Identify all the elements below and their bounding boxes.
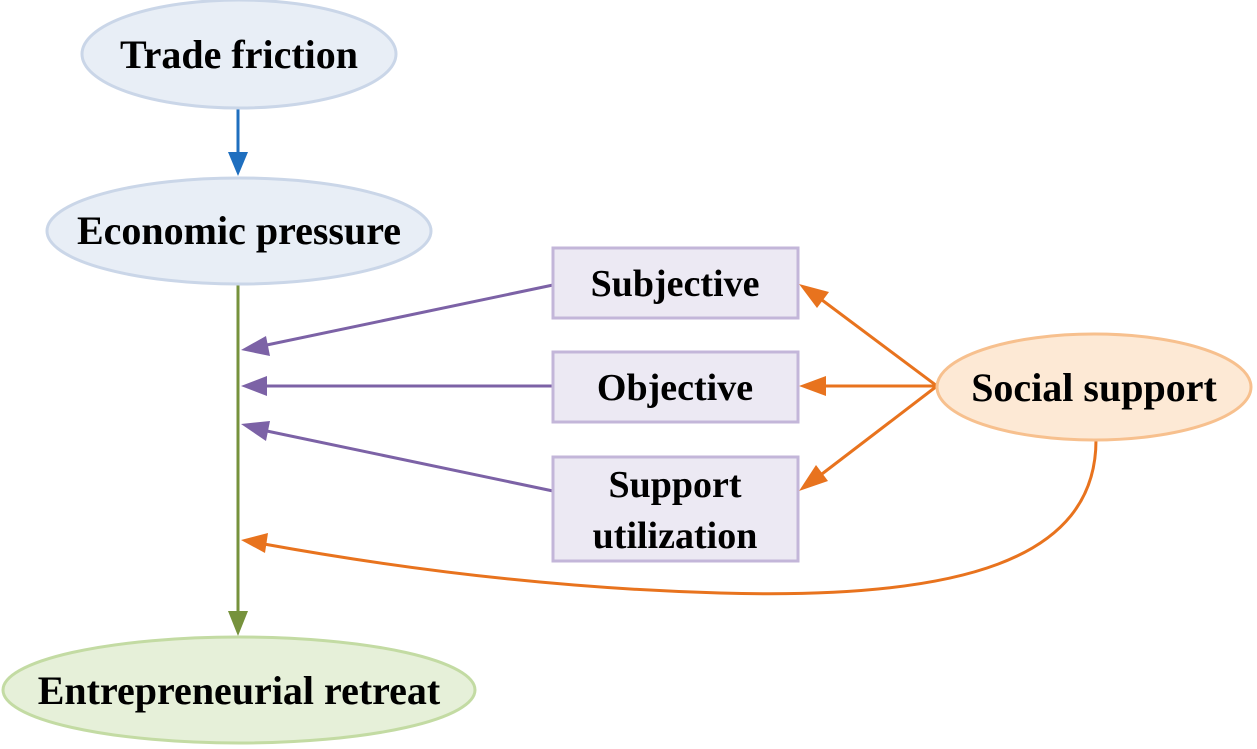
- objective-label: Objective: [597, 367, 753, 409]
- social-support-label: Social support: [971, 365, 1217, 410]
- arrowhead-trade-to-economic: [228, 152, 248, 176]
- arrowhead-objective-to-path: [241, 376, 267, 396]
- node-subjective: Subjective: [551, 246, 800, 320]
- subjective-shape: [551, 246, 800, 320]
- support-utilization-shape: [551, 455, 800, 563]
- entrepreneurial-retreat-shape: [1, 635, 477, 745]
- trade-friction-label: Trade friction: [120, 32, 358, 77]
- node-support-utilization: Support utilization: [551, 455, 800, 563]
- arrowhead-subjective-to-path: [241, 336, 270, 356]
- edge-social-to-path: [263, 439, 1098, 596]
- node-objective: Objective: [551, 350, 800, 424]
- support-utilization-label-line1: Support: [608, 464, 741, 506]
- entrepreneurial-retreat-label: Entrepreneurial retreat: [38, 668, 441, 713]
- node-social-support: Social support: [935, 332, 1253, 442]
- connectors: [228, 108, 1098, 636]
- arrowhead-social-to-objective: [799, 376, 826, 396]
- arrowhead-social-to-subjective: [799, 284, 829, 308]
- support-utilization-label-line2: utilization: [593, 515, 758, 557]
- trade-friction-shape: [80, 0, 398, 110]
- economic-pressure-label: Economic pressure: [77, 208, 401, 253]
- edge-subjective-to-path: [261, 283, 554, 348]
- arrowhead-social-to-path: [241, 533, 268, 553]
- subjective-label: Subjective: [591, 263, 760, 305]
- arrowhead-social-to-utilization: [799, 465, 828, 491]
- economic-pressure-shape: [45, 176, 433, 286]
- node-trade-friction: Trade friction: [80, 0, 398, 110]
- node-economic-pressure: Economic pressure: [45, 176, 433, 286]
- arrowhead-economic-to-retreat: [228, 611, 248, 636]
- objective-shape: [551, 350, 800, 424]
- edge-social-to-utilization: [817, 384, 938, 479]
- edge-social-to-subjective: [817, 295, 938, 388]
- social-support-shape: [935, 332, 1253, 442]
- arrowhead-utilization-to-path: [241, 421, 270, 441]
- edge-utilization-to-path: [261, 428, 554, 493]
- node-entrepreneurial-retreat: Entrepreneurial retreat: [1, 635, 477, 745]
